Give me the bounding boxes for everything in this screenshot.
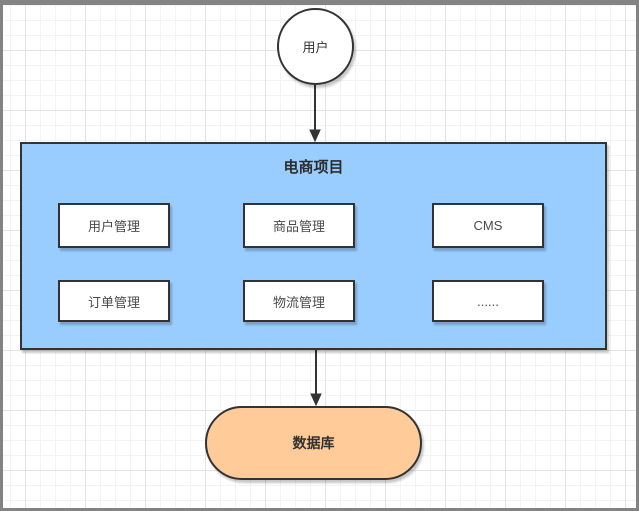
module-label: 商品管理 bbox=[272, 219, 325, 234]
node-module-logistics-management[interactable]: 物流管理 bbox=[243, 280, 355, 322]
module-label: 用户管理 bbox=[87, 219, 140, 234]
arrow-project-to-database bbox=[310, 350, 322, 407]
node-database[interactable]: 数据库 bbox=[205, 406, 422, 480]
node-module-order-management[interactable]: 订单管理 bbox=[58, 280, 170, 322]
module-label: 物流管理 bbox=[272, 294, 325, 310]
node-module-cms[interactable]: CMS bbox=[432, 203, 544, 248]
node-module-product-management[interactable]: 商品管理 bbox=[243, 203, 355, 248]
module-label: CMS bbox=[473, 218, 503, 233]
module-label: 订单管理 bbox=[87, 294, 140, 310]
node-module-more[interactable]: ...... bbox=[432, 280, 544, 322]
diagram-canvas: 用户 电商项目 用户管理 商品管理 CMS 订单管理 物流管理 ...... bbox=[3, 5, 636, 508]
node-database-label: 数据库 bbox=[292, 435, 335, 451]
arrow-user-to-project bbox=[309, 83, 321, 143]
project-title: 电商项目 bbox=[283, 159, 344, 176]
node-module-user-management[interactable]: 用户管理 bbox=[58, 203, 170, 248]
node-user[interactable]: 用户 bbox=[277, 8, 354, 85]
module-label: ...... bbox=[477, 293, 499, 309]
node-user-label: 用户 bbox=[302, 40, 329, 55]
node-project-container[interactable]: 电商项目 用户管理 商品管理 CMS 订单管理 物流管理 ...... bbox=[20, 142, 607, 350]
